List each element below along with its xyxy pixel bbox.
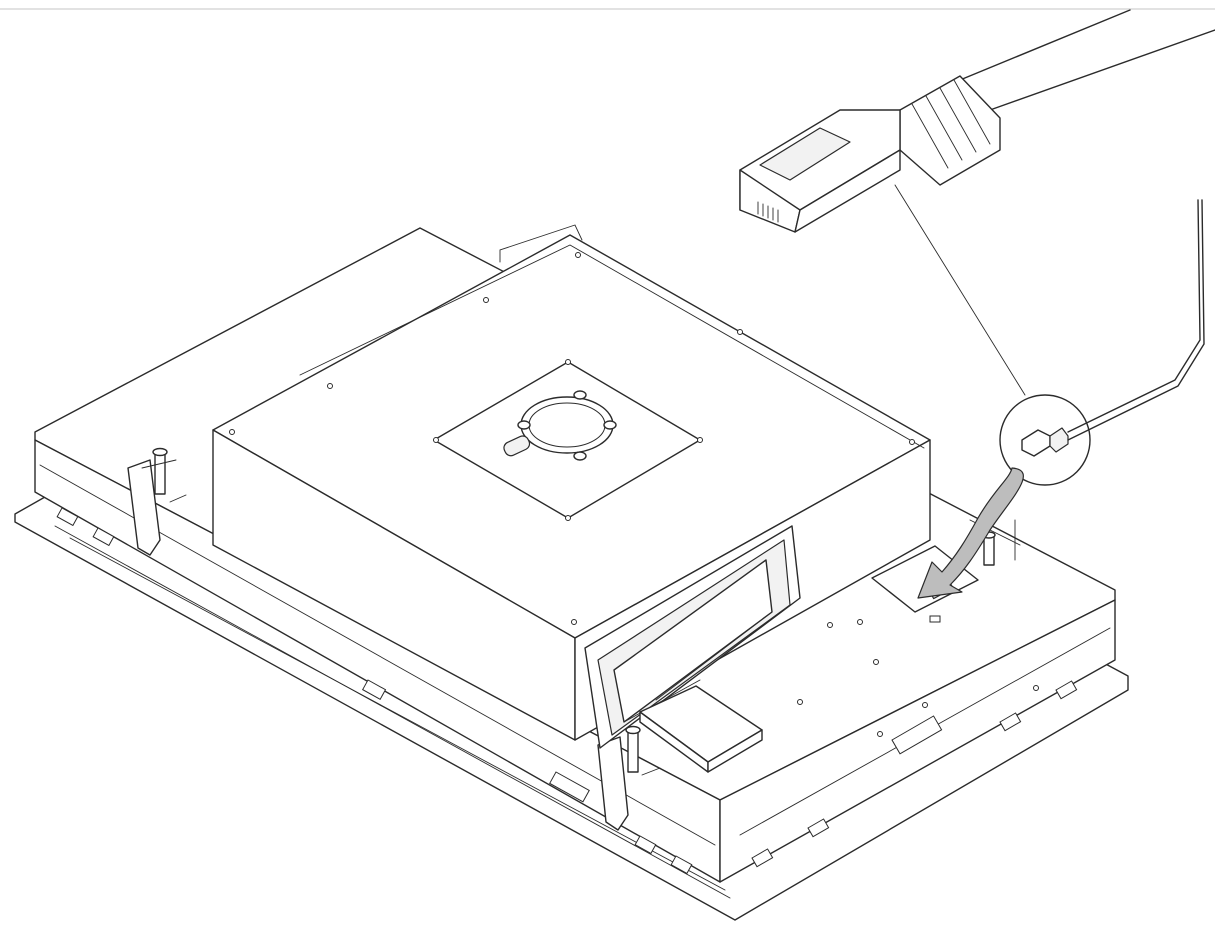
- connector-contacts: [757, 201, 779, 223]
- storage-drive-tray: [639, 685, 763, 773]
- insertion-arrow: [917, 467, 1024, 599]
- callout-connector: [1021, 427, 1069, 457]
- rear-tab: [499, 224, 583, 263]
- network-cable: [1067, 199, 1201, 433]
- connector-strip: [891, 715, 943, 755]
- boot-ridges: [911, 79, 991, 169]
- cable-port-frame: [584, 525, 801, 749]
- connector-clip: [759, 127, 851, 181]
- mounting-clamps: [127, 447, 661, 831]
- side-slots: [56, 507, 1078, 875]
- rj45-connector-enlarged: [739, 9, 1215, 233]
- deck-standoff: [969, 519, 1021, 566]
- mounting-clamp-left: [127, 447, 187, 556]
- vesa-mount-plate: [433, 359, 703, 521]
- vesa-lock: [503, 435, 531, 457]
- mounting-clamp-front: [597, 725, 661, 831]
- connector-boot: [899, 75, 1001, 186]
- detail-callout: [894, 184, 1205, 486]
- housing-rail: [299, 244, 925, 449]
- bezel-inner-line-2: [69, 537, 726, 891]
- deck-details: [797, 615, 1039, 755]
- rear-housing: [212, 224, 931, 749]
- callout-leader-line: [894, 184, 1026, 396]
- bezel-inner-line: [54, 525, 731, 899]
- network-cable-enlarged: [959, 9, 1215, 111]
